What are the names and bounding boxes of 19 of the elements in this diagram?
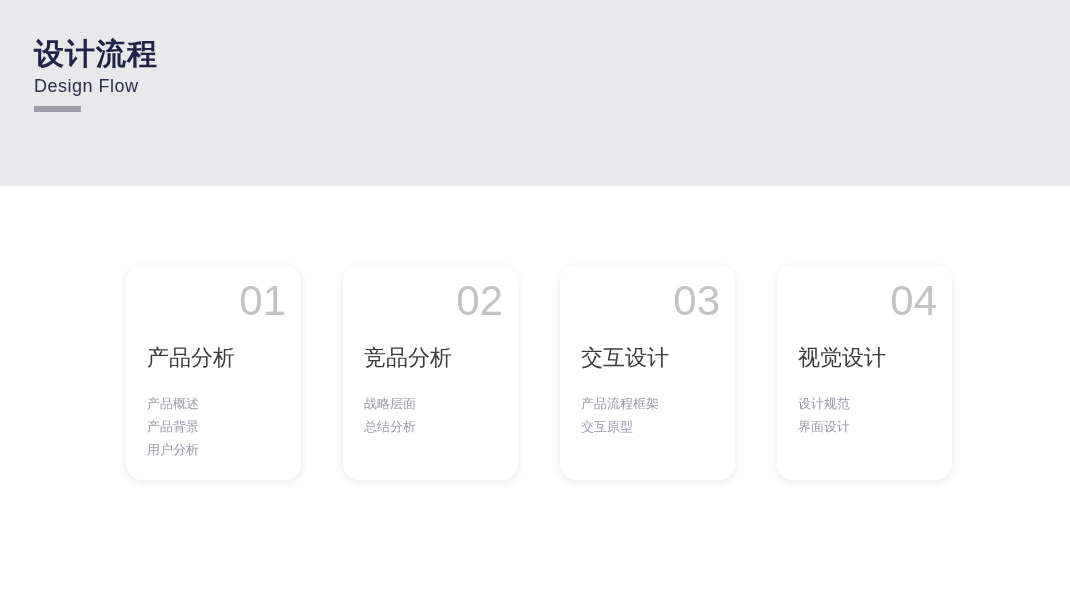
step-item: 战略层面 — [364, 395, 416, 413]
step-item: 设计规范 — [798, 395, 850, 413]
page-title: 设计流程 — [34, 36, 158, 72]
step-heading: 产品分析 — [147, 344, 235, 372]
step-item: 产品背景 — [147, 418, 199, 436]
step-heading: 竞品分析 — [364, 344, 452, 372]
step-item: 产品概述 — [147, 395, 199, 413]
step-number: 02 — [456, 279, 503, 323]
page-subtitle: Design Flow — [34, 75, 139, 97]
step-item: 界面设计 — [798, 418, 850, 436]
step-number: 04 — [890, 279, 937, 323]
step-item: 交互原型 — [581, 418, 634, 436]
step-number: 03 — [673, 279, 720, 323]
step-heading: 视觉设计 — [798, 344, 886, 372]
step-item: 总结分析 — [364, 418, 416, 436]
step-heading: 交互设计 — [581, 344, 669, 372]
step-item: 产品流程框架 — [581, 395, 659, 413]
step-item: 用户分析 — [147, 441, 199, 459]
step-number: 01 — [239, 279, 286, 323]
